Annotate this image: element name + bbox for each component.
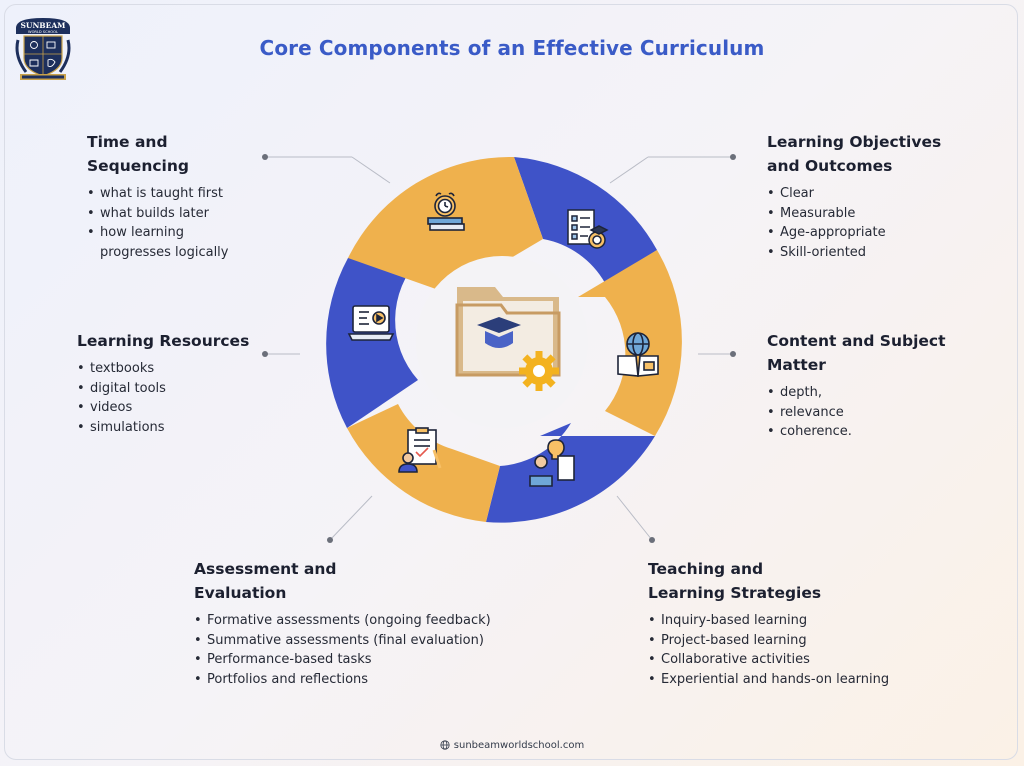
footer-url[interactable]: sunbeamworldschool.com <box>453 740 585 751</box>
globe-icon <box>440 740 450 750</box>
page-title: Core Components of an Effective Curricul… <box>259 36 765 60</box>
heading-content-subject: Content and Subject Matter <box>767 332 946 374</box>
list-item: Summative assessments (final evaluation) <box>194 631 491 651</box>
list-item: how learning <box>87 223 228 243</box>
globe-book-icon <box>617 332 659 377</box>
checklist-target-icon <box>567 209 609 249</box>
block-teaching-strategies: Teaching and Learning Strategies Inquiry… <box>648 557 889 689</box>
logo-text-line2: WORLD SCHOOL <box>28 30 58 34</box>
list-item: simulations <box>77 418 249 438</box>
list-time-sequencing: what is taught first what builds later h… <box>87 184 228 262</box>
list-assessment: Formative assessments (ongoing feedback)… <box>194 611 491 689</box>
list-item: Clear <box>767 184 941 204</box>
page-frame <box>4 4 1018 760</box>
block-learning-objectives: Learning Objectives and Outcomes Clear M… <box>767 130 941 262</box>
list-item-continuation: progresses logically <box>100 244 229 260</box>
list-item: Experiential and hands-on learning <box>648 670 889 690</box>
list-item: depth, <box>767 383 946 403</box>
list-item: digital tools <box>77 379 249 399</box>
list-item: relevance <box>767 403 946 423</box>
list-item: Collaborative activities <box>648 650 889 670</box>
list-item: Performance-based tasks <box>194 650 491 670</box>
list-item: Measurable <box>767 204 941 224</box>
list-item: Skill-oriented <box>767 243 941 263</box>
heading-teaching-strategies: Teaching and Learning Strategies <box>648 560 822 602</box>
school-logo: SUNBEAM WORLD SCHOOL <box>15 18 71 80</box>
block-time-sequencing: Time and Sequencing what is taught first… <box>87 130 228 262</box>
list-content-subject: depth, relevance coherence. <box>767 383 946 442</box>
list-item: coherence. <box>767 422 946 442</box>
block-assessment: Assessment and Evaluation Formative asse… <box>194 557 491 689</box>
list-item: Project-based learning <box>648 631 889 651</box>
block-learning-resources: Learning Resources textbooks digital too… <box>77 329 249 437</box>
list-item: what is taught first <box>87 184 228 204</box>
logo-text-line1: SUNBEAM <box>21 21 66 30</box>
heading-learning-resources: Learning Resources <box>77 332 250 350</box>
heading-learning-objectives: Learning Objectives and Outcomes <box>767 133 942 175</box>
list-item: textbooks <box>77 359 249 379</box>
list-item: Age-appropriate <box>767 223 941 243</box>
list-item: what builds later <box>87 204 228 224</box>
heading-time-sequencing: Time and Sequencing <box>87 133 189 175</box>
list-teaching-strategies: Inquiry-based learning Project-based lea… <box>648 611 889 689</box>
list-item: videos <box>77 398 249 418</box>
list-learning-objectives: Clear Measurable Age-appropriate Skill-o… <box>767 184 941 262</box>
list-item: Inquiry-based learning <box>648 611 889 631</box>
student-lightbulb-icon <box>529 439 575 487</box>
footer: sunbeamworldschool.com <box>0 740 1024 751</box>
clipboard-teacher-icon <box>398 427 442 473</box>
list-item: Portfolios and reflections <box>194 670 491 690</box>
list-learning-resources: textbooks digital tools videos simulatio… <box>77 359 249 437</box>
laptop-video-icon <box>347 305 395 341</box>
folder-graduation-gear-icon <box>455 287 561 391</box>
heading-assessment: Assessment and Evaluation <box>194 560 337 602</box>
alarm-clock-books-icon <box>427 192 465 231</box>
list-item: Formative assessments (ongoing feedback) <box>194 611 491 631</box>
block-content-subject: Content and Subject Matter depth, releva… <box>767 329 946 442</box>
